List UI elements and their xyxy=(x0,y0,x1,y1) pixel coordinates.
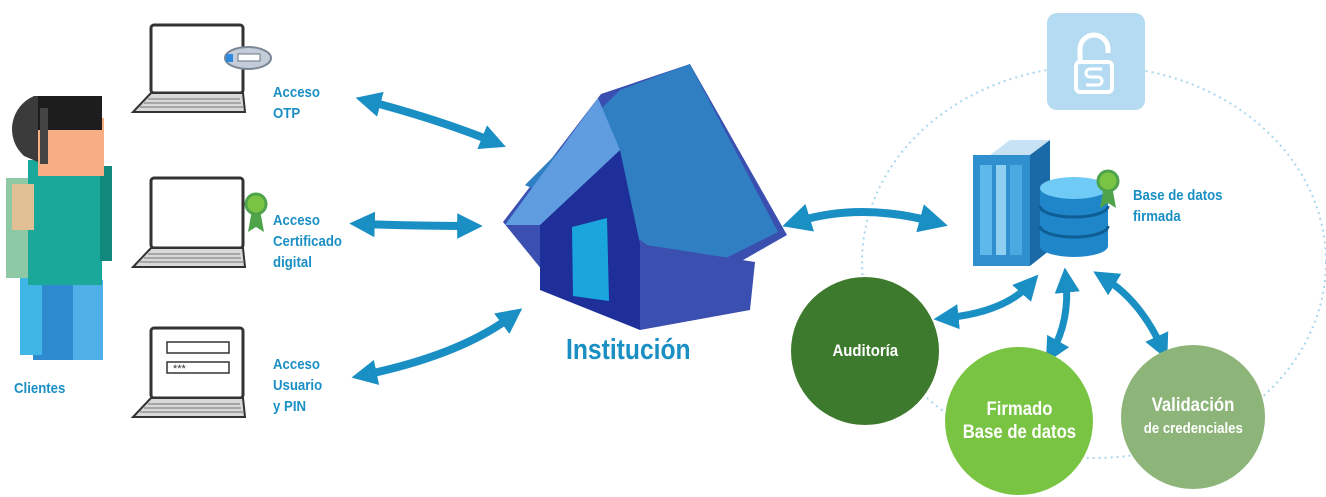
arrow-institution-database xyxy=(782,203,948,233)
signature-badge-icon xyxy=(1096,169,1120,208)
lock-icon xyxy=(1047,13,1145,110)
clientes-label: Clientes xyxy=(14,380,66,397)
server-icon xyxy=(973,140,1050,266)
access-label-line: Acceso xyxy=(273,84,320,101)
arrow-pin xyxy=(351,308,523,385)
database-icon xyxy=(1038,177,1110,257)
access-label-line: Certificado xyxy=(273,233,342,250)
database-label-line: Base de datos xyxy=(1133,187,1223,204)
firmado-label-line1: Firmado xyxy=(986,399,1052,420)
firmado-circle: Firmado Base de datos xyxy=(945,347,1093,495)
arrow-otp xyxy=(355,91,506,150)
username-field xyxy=(166,341,230,354)
arrow-validacion xyxy=(1093,271,1169,360)
institution-label: Institución xyxy=(566,334,691,366)
access-label-line: OTP xyxy=(273,105,301,122)
access-label-line: y PIN xyxy=(273,398,307,415)
pin-mask: *** xyxy=(173,363,187,375)
access-label-line: Acceso xyxy=(273,212,320,229)
certificate-badge-icon xyxy=(244,192,268,232)
otp-token-icon xyxy=(224,46,272,70)
access-label-line: Usuario xyxy=(273,377,323,394)
arrow-auditoria xyxy=(933,274,1039,330)
access-label-pin: Acceso Usuario y PIN xyxy=(273,354,329,417)
auditoria-circle: Auditoría xyxy=(791,277,939,425)
laptop-icon-otp xyxy=(130,23,247,113)
database-label: Base de datos firmada xyxy=(1133,185,1235,227)
laptop-icon-certificate xyxy=(130,176,247,268)
validacion-circle: Validación de credenciales xyxy=(1121,345,1265,489)
person-icon xyxy=(6,96,112,360)
access-label-certificate: Acceso Certificado digital xyxy=(273,210,351,273)
validacion-label-line2: de credenciales xyxy=(1143,420,1243,437)
access-label-otp: Acceso OTP xyxy=(273,82,326,124)
access-label-line: Acceso xyxy=(273,356,320,373)
arrow-certificate xyxy=(349,211,483,239)
arrow-firmado xyxy=(1045,267,1080,363)
database-label-line: firmada xyxy=(1133,208,1181,225)
validacion-label-line1: Validación xyxy=(1151,395,1235,416)
institution-house-icon xyxy=(503,64,787,330)
firmado-label-line2: Base de datos xyxy=(962,422,1076,443)
access-label-line: digital xyxy=(273,254,312,271)
auditoria-label: Auditoría xyxy=(832,341,898,360)
pin-field xyxy=(166,361,230,374)
laptop-icon-pin xyxy=(130,326,247,418)
